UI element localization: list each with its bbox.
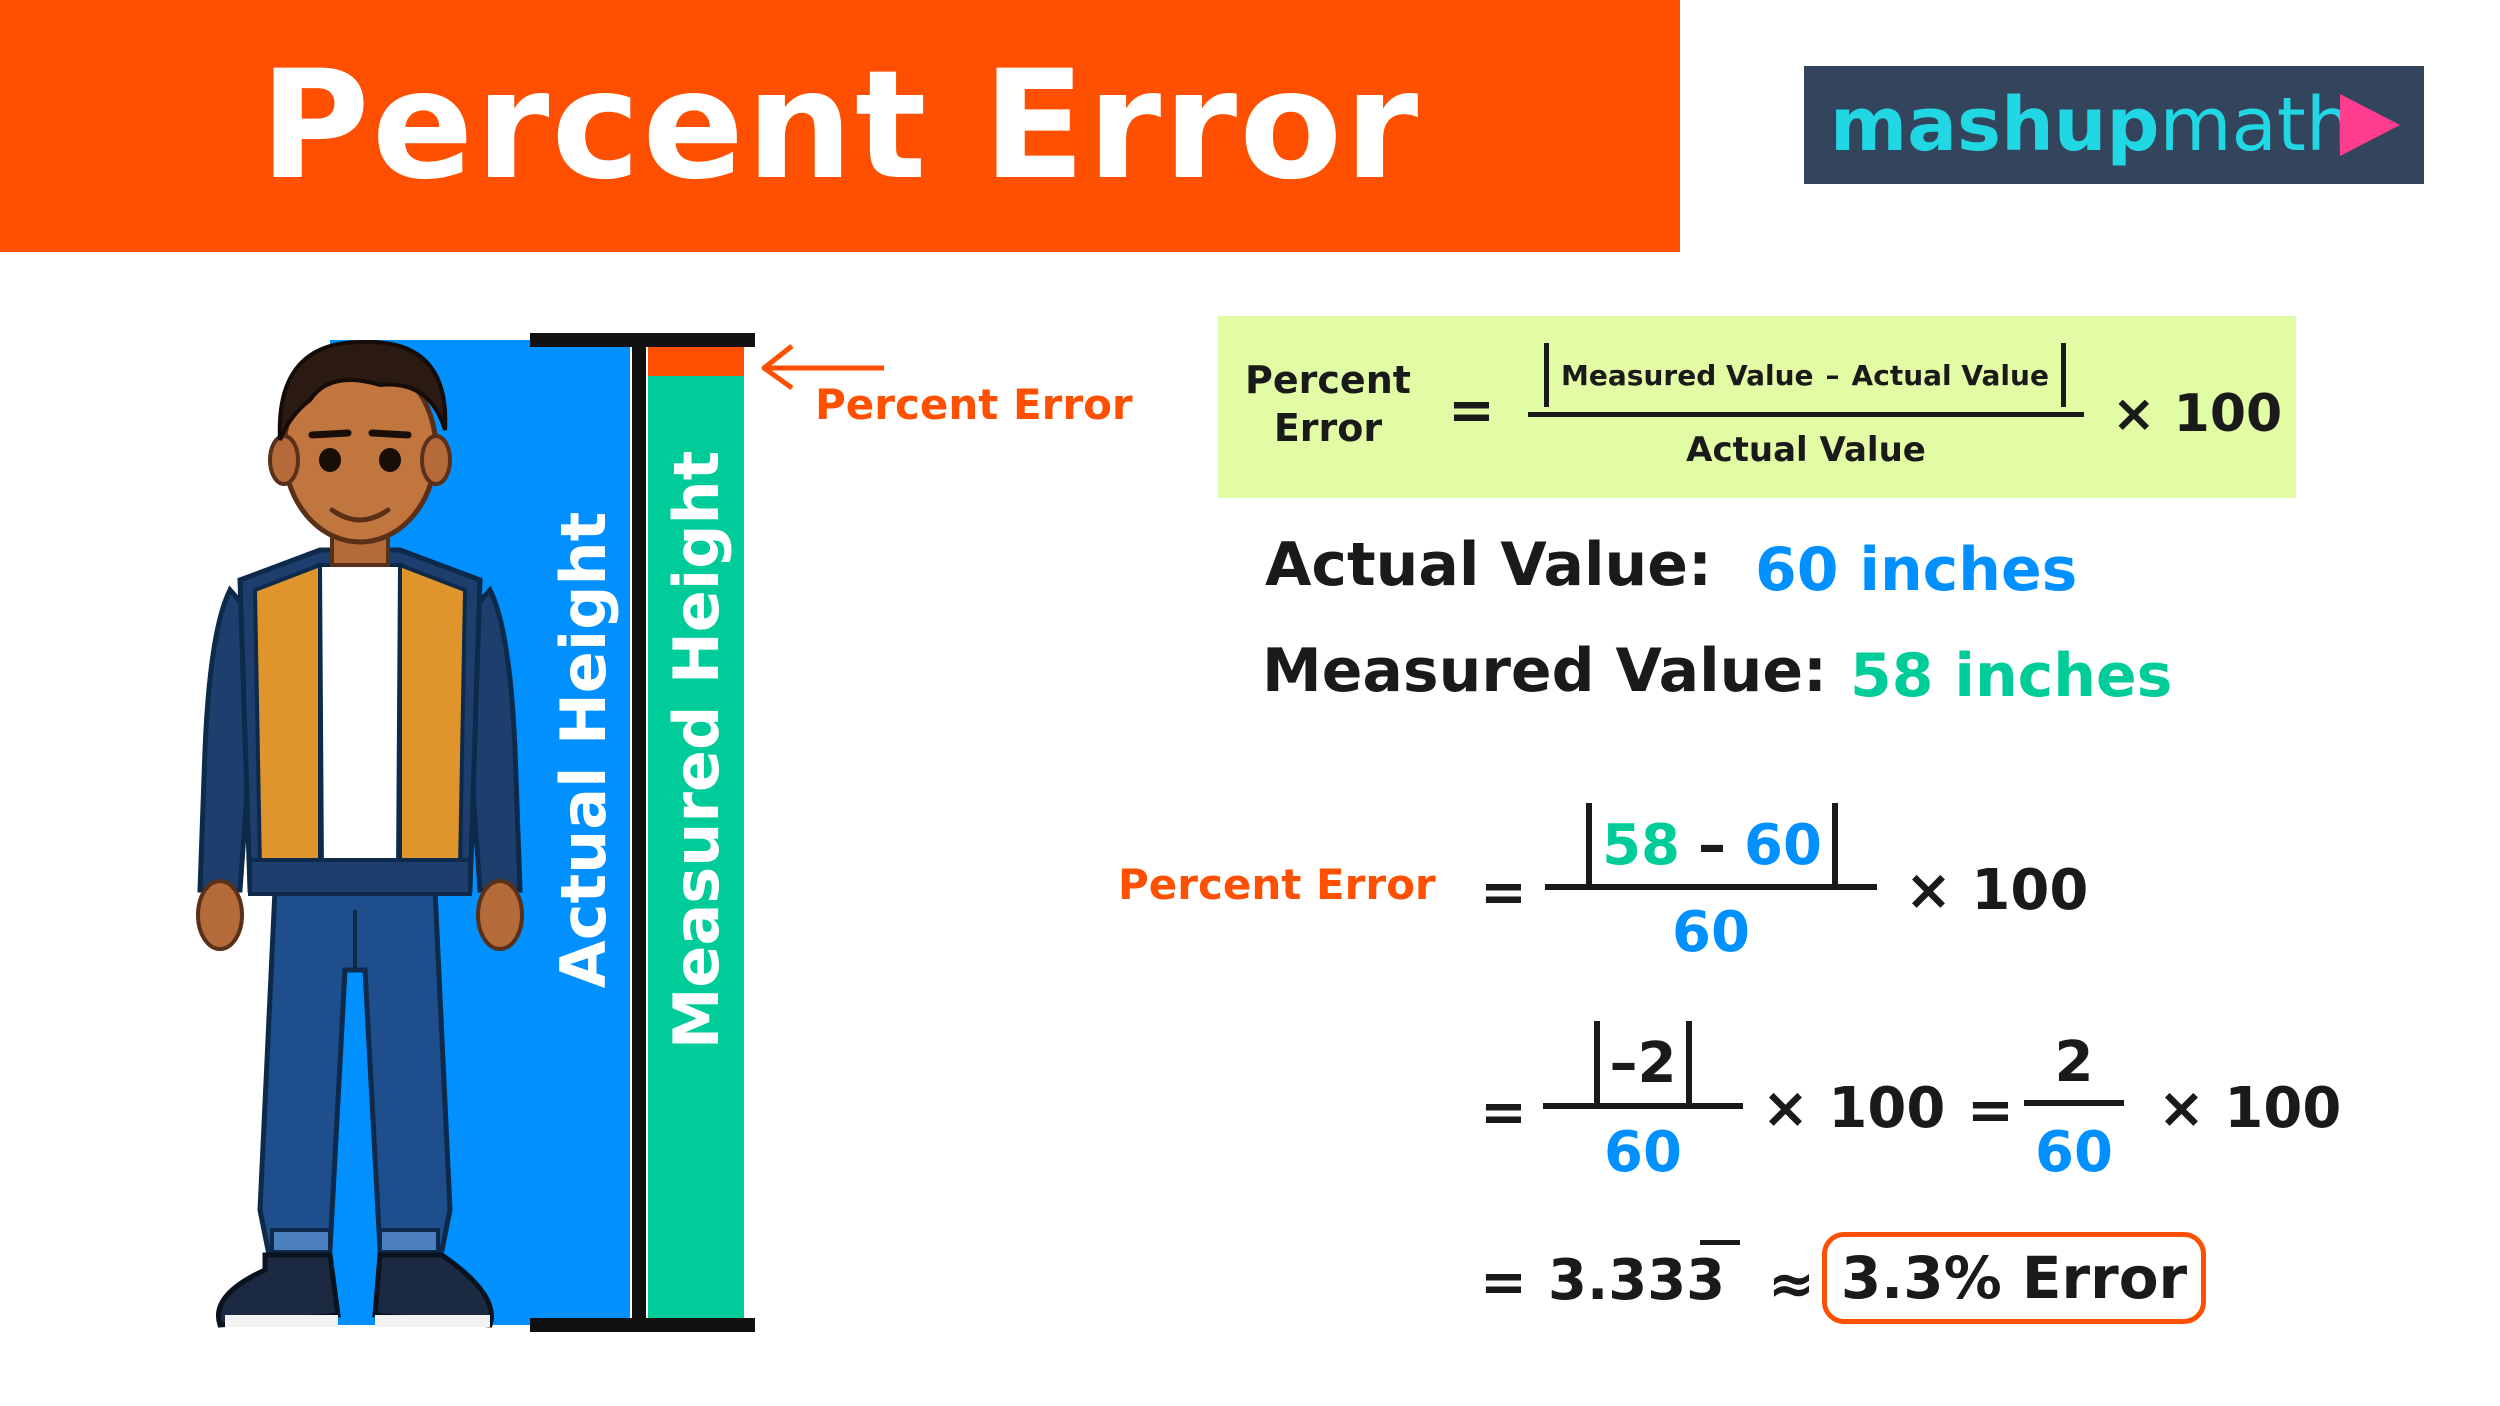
play-icon — [2340, 94, 2400, 156]
calc-step3-numerator: 2 — [2054, 1030, 2094, 1095]
percent-error-strip — [648, 342, 744, 376]
calc-approx-symbol: ≈ — [1768, 1252, 1815, 1317]
absolute-bar-right — [2060, 343, 2066, 407]
actual-value-label: Actual Value: — [1265, 530, 1712, 600]
person-illustration — [196, 339, 524, 1328]
calc-step1-times-100: × 100 — [1905, 858, 2089, 923]
actual-value: 60 inches — [1755, 535, 2078, 605]
actual-height-label: Actual Height — [546, 511, 620, 989]
repeating-decimal-overline — [1700, 1240, 1740, 1245]
title-banner — [0, 0, 1680, 252]
formula-fraction-bar — [1528, 412, 2084, 417]
formula-box — [1218, 316, 2296, 498]
calc-step1-minus: – — [1698, 812, 1726, 878]
formula-lhs-line2: Error — [1273, 406, 1383, 450]
calc-step1-denominator: 60 — [1672, 900, 1750, 965]
calc-step2-numerator: –2 — [1543, 1018, 1743, 1108]
measurement-bracket — [530, 333, 755, 1332]
calc-step3-equals: = — [1967, 1078, 2014, 1143]
calc-step2-denominator: 60 — [1604, 1120, 1682, 1185]
page-title: Percent Error — [259, 39, 1421, 213]
calc-step1-equals: = — [1480, 860, 1527, 925]
absolute-bar-right — [1831, 803, 1838, 887]
absolute-bar-left — [1544, 343, 1550, 407]
formula-numerator: Measured Value – Actual Value — [1530, 340, 2080, 410]
measured-height-label: Measured Height — [659, 450, 733, 1050]
calc-step1-fraction-bar — [1545, 884, 1877, 890]
arrow-left-icon — [761, 344, 884, 390]
calc-step2-value: –2 — [1609, 1030, 1677, 1096]
calc-step1-actual: 60 — [1744, 812, 1822, 878]
calc-step2-equals: = — [1480, 1080, 1527, 1145]
measured-value-label: Measured Value: — [1262, 636, 1828, 706]
calc-step4-equals: = — [1480, 1250, 1527, 1315]
logo-part-math: math — [2159, 82, 2353, 168]
formula-minus: – — [1825, 358, 1840, 392]
formula-lhs-line1: Percent — [1245, 358, 1411, 402]
measured-height-bar — [648, 376, 744, 1325]
logo-part-mashup: mashup — [1830, 82, 2160, 168]
formula-actual-value: Actual Value — [1851, 358, 2049, 392]
result-box — [1822, 1232, 2206, 1324]
result-text: 3.3% Error — [1840, 1244, 2188, 1312]
formula-lhs: Percent Error — [1240, 356, 1416, 452]
calc-step4-repeating-decimal: 3.333 — [1548, 1248, 1726, 1313]
formula-times-100: × 100 — [2112, 384, 2283, 444]
percent-error-pointer-label: Percent Error — [815, 380, 1133, 429]
logo — [1804, 66, 2424, 184]
calc-step2-times-100: × 100 — [1762, 1076, 1946, 1141]
calc-step1-measured: 58 — [1602, 812, 1680, 878]
formula-measured-value: Measured Value — [1561, 358, 1814, 392]
formula-denominator: Actual Value — [1686, 430, 1926, 470]
absolute-bar-left — [1593, 1021, 1600, 1105]
calc-step3-times-100: × 100 — [2158, 1076, 2342, 1141]
absolute-bar-right — [1686, 1021, 1693, 1105]
calc-step1-numerator: 58 – 60 — [1546, 800, 1878, 890]
measured-value: 58 inches — [1850, 641, 2173, 711]
calc-step3-denominator: 60 — [2035, 1120, 2113, 1185]
calc-step2-fraction-bar — [1543, 1103, 1743, 1109]
absolute-bar-left — [1586, 803, 1593, 887]
calc-percent-error-label: Percent Error — [1118, 860, 1436, 909]
formula-equals: = — [1448, 378, 1495, 443]
calc-step3-fraction-bar — [2024, 1100, 2124, 1106]
